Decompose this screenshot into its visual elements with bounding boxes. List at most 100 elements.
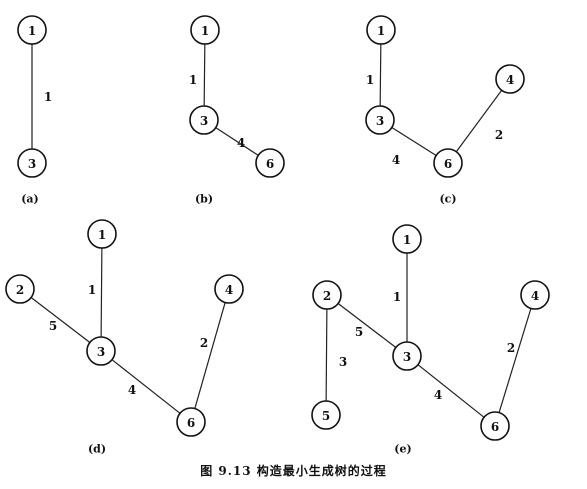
- node-6: 6: [176, 407, 206, 437]
- node-circle: [214, 274, 244, 304]
- node-label: 4: [531, 289, 539, 303]
- panel-label: (e): [394, 443, 411, 456]
- node-1: 1: [17, 15, 47, 45]
- node-1: 1: [392, 224, 422, 254]
- node-circle: [86, 336, 116, 366]
- edge-6-4: [498, 308, 532, 413]
- node-1: 1: [366, 15, 396, 45]
- node-circle: [176, 407, 206, 437]
- edge-weight-label: 2: [200, 336, 208, 350]
- edge-1-3: [203, 43, 206, 107]
- node-circle: [87, 219, 117, 249]
- node-circle: [392, 224, 422, 254]
- edge-2-3: [337, 303, 397, 348]
- node-label: 2: [16, 283, 24, 297]
- node-circle: [311, 400, 341, 430]
- node-label: 6: [187, 416, 195, 430]
- node-5: 5: [311, 400, 341, 430]
- node-6: 6: [255, 148, 285, 178]
- node-3: 3: [86, 336, 116, 366]
- node-circle: [520, 280, 550, 310]
- node-label: 5: [322, 409, 330, 423]
- node-label: 3: [403, 350, 411, 364]
- edge-weight-label: 5: [355, 325, 363, 339]
- node-1: 1: [87, 219, 117, 249]
- node-4: 4: [214, 274, 244, 304]
- panel-b: 1 4 1 3 6 (b): [189, 15, 285, 206]
- figure-caption: 图 9.13 构造最小生成树的过程: [200, 464, 387, 478]
- node-circle: [17, 148, 47, 178]
- node-circle: [190, 15, 220, 45]
- edge-weight-label: 4: [434, 388, 442, 402]
- node-label: 2: [323, 289, 331, 303]
- edge-weight-label: 2: [507, 341, 515, 355]
- node-circle: [495, 64, 525, 94]
- node-3: 3: [189, 105, 219, 135]
- edge-weight-label: 4: [392, 153, 400, 167]
- node-label: 6: [444, 157, 452, 171]
- node-label: 6: [491, 420, 499, 434]
- node-4: 4: [495, 64, 525, 94]
- node-label: 3: [97, 345, 105, 359]
- node-label: 6: [266, 157, 274, 171]
- edge-weight-label: 1: [88, 283, 96, 297]
- node-circle: [5, 274, 35, 304]
- node-6: 6: [433, 148, 463, 178]
- node-3: 3: [365, 105, 395, 135]
- edge-weight-label: 1: [366, 73, 374, 87]
- edge-6-4: [455, 89, 503, 153]
- node-3: 3: [392, 341, 422, 371]
- panel-label: (d): [88, 443, 106, 456]
- node-circle: [365, 105, 395, 135]
- node-3: 3: [17, 148, 47, 178]
- edge-weight-label: 1: [189, 73, 197, 87]
- panel-label: (c): [439, 193, 456, 206]
- node-label: 3: [376, 114, 384, 128]
- node-2: 2: [5, 274, 35, 304]
- panel-label: (a): [21, 193, 39, 206]
- edge-1-3: [100, 247, 103, 338]
- node-circle: [480, 411, 510, 441]
- panel-a: 1 1 3 (a): [17, 15, 52, 206]
- node-label: 4: [506, 73, 514, 87]
- node-label: 1: [98, 228, 106, 242]
- panel-c: 1 4 2 1 3 6 4 (c): [365, 15, 525, 206]
- node-circle: [392, 341, 422, 371]
- edge-1-3: [379, 43, 382, 107]
- edge-weight-label: 4: [128, 383, 136, 397]
- node-label: 1: [201, 24, 209, 38]
- edge-3-6: [111, 359, 181, 414]
- node-circle: [433, 148, 463, 178]
- edge-3-6: [391, 126, 437, 157]
- node-label: 3: [28, 157, 36, 171]
- node-label: 1: [377, 24, 385, 38]
- panel-e: 1 5 3 4 2 1 2 3 4 5 6 (e): [311, 224, 550, 456]
- edge-2-5: [325, 308, 328, 402]
- node-2: 2: [312, 280, 342, 310]
- node-circle: [255, 148, 285, 178]
- panel-label: (b): [195, 193, 213, 206]
- edge-2-3: [30, 297, 91, 343]
- node-label: 4: [225, 283, 233, 297]
- node-circle: [17, 15, 47, 45]
- edge-weight-label: 5: [49, 319, 57, 333]
- edge-3-6: [215, 127, 259, 156]
- panel-d: 1 5 4 2 1 2 3 4 6 (d): [5, 219, 244, 456]
- node-circle: [189, 105, 219, 135]
- edge-weight-label: 1: [44, 90, 52, 104]
- edge-weight-label: 4: [237, 136, 245, 150]
- edge-3-6: [417, 364, 485, 418]
- node-6: 6: [480, 411, 510, 441]
- node-circle: [366, 15, 396, 45]
- node-4: 4: [520, 280, 550, 310]
- node-label: 3: [200, 114, 208, 128]
- node-1: 1: [190, 15, 220, 45]
- edge-weight-label: 3: [339, 355, 347, 369]
- edge-weight-label: 2: [495, 128, 503, 142]
- node-circle: [312, 280, 342, 310]
- edge-weight-label: 1: [393, 290, 401, 304]
- edge-6-4: [194, 302, 226, 409]
- node-label: 1: [403, 233, 411, 247]
- node-label: 1: [28, 24, 36, 38]
